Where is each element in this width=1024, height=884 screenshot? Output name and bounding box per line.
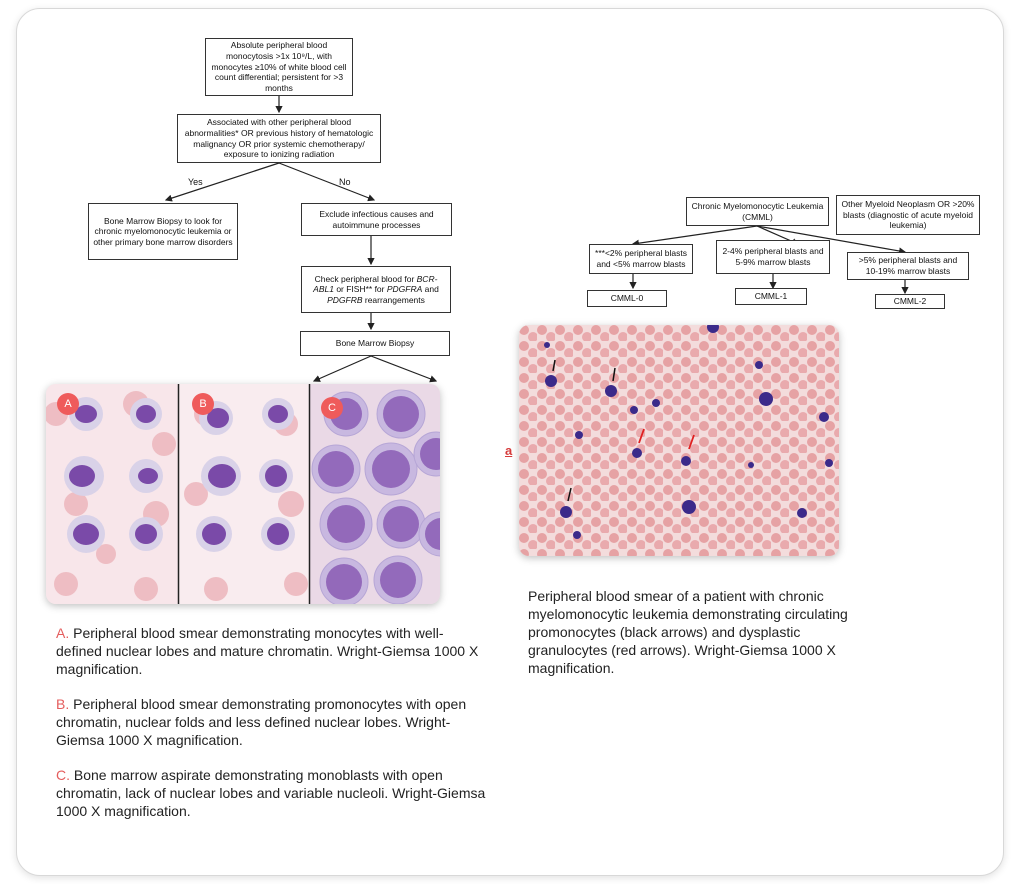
check-text-1: Check peripheral blood for — [314, 273, 417, 284]
cmml1-text: CMML-1 — [754, 291, 788, 302]
blood-smear-image — [519, 325, 839, 556]
criteria-cmml0-box: ***<2% peripheral blasts and <5% marrow … — [589, 244, 693, 274]
criteria-cmml0-text: ***<2% peripheral blasts and <5% marrow … — [595, 248, 687, 269]
panel-c-badge: C — [321, 397, 343, 419]
exclude-causes-box: Exclude infectious causes and autoimmune… — [301, 203, 452, 236]
no-label: No — [339, 177, 351, 187]
cmml2-box: CMML-2 — [875, 294, 945, 309]
caption-c-key: C. — [56, 767, 70, 783]
criteria-cmml2-box: >5% peripheral blasts and 10-19% marrow … — [847, 252, 969, 280]
check-peripheral-blood-text: Check peripheral blood for BCR-ABL1 or F… — [306, 274, 446, 306]
cmml-box: Chronic Myelomonocytic Leukemia (CMML) — [686, 197, 829, 226]
bone-marrow-biopsy-box: Bone Marrow Biopsy — [300, 331, 450, 356]
monocytosis-text: Absolute peripheral blood monocytosis >1… — [211, 40, 347, 93]
other-myeloid-neoplasm-box: Other Myeloid Neoplasm OR >20% blasts (d… — [836, 195, 980, 235]
panel-a-badge: A — [57, 393, 79, 415]
exclude-causes-text: Exclude infectious causes and autoimmune… — [319, 208, 434, 230]
cmml0-text: CMML-0 — [610, 293, 644, 304]
check-text-2: or FISH** for — [333, 284, 387, 295]
criteria-cmml1-box: 2-4% peripheral blasts and 5-9% marrow b… — [716, 240, 830, 274]
bone-marrow-biopsy-cmml-box: Bone Marrow Biopsy to look for chronic m… — [88, 203, 238, 260]
cmml-text: Chronic Myelomonocytic Leukemia (CMML) — [691, 200, 824, 222]
caption-b-text: Peripheral blood smear demonstrating pro… — [56, 696, 467, 748]
caption-a-text: Peripheral blood smear demonstrating mon… — [56, 625, 479, 677]
gene-bcr-abl1: BCR-ABL1 — [313, 273, 438, 295]
caption-b-key: B. — [56, 696, 70, 712]
cmml1-box: CMML-1 — [735, 288, 807, 305]
caption-b: B. Peripheral blood smear demonstrating … — [56, 695, 486, 749]
blood-smear-svg — [519, 325, 839, 556]
check-peripheral-blood-box: Check peripheral blood for BCR-ABL1 or F… — [301, 266, 451, 313]
bone-marrow-biopsy-cmml-text: Bone Marrow Biopsy to look for chronic m… — [93, 215, 233, 247]
gene-pdgfra: PDGFRA — [386, 284, 423, 295]
panel-b-badge: B — [192, 393, 214, 415]
check-text-4: rearrangements — [362, 294, 425, 305]
caption-a-key: A. — [56, 625, 70, 641]
criteria-cmml1-text: 2-4% peripheral blasts and 5-9% marrow b… — [722, 246, 824, 267]
association-question-text: Associated with other peripheral blood a… — [184, 117, 374, 160]
gene-pdgfrb: PDGFRB — [327, 294, 363, 305]
yes-label: Yes — [188, 177, 203, 187]
criteria-cmml2-text: >5% peripheral blasts and 10-19% marrow … — [858, 255, 958, 276]
micrograph-image — [46, 384, 440, 604]
caption-a: A. Peripheral blood smear demonstrating … — [56, 624, 486, 678]
cmml0-box: CMML-0 — [587, 290, 667, 307]
check-text-3: and — [422, 284, 439, 295]
caption-c-text: Bone marrow aspirate demonstrating monob… — [56, 767, 486, 819]
caption-c: C. Bone marrow aspirate demonstrating mo… — [56, 766, 486, 820]
other-myeloid-neoplasm-text: Other Myeloid Neoplasm OR >20% blasts (d… — [841, 199, 975, 231]
smear-label-a: a — [505, 443, 513, 458]
cmml2-text: CMML-2 — [893, 296, 927, 307]
monocytosis-box: Absolute peripheral blood monocytosis >1… — [205, 38, 353, 96]
bone-marrow-biopsy-text: Bone Marrow Biopsy — [335, 338, 415, 349]
association-question-box: Associated with other peripheral blood a… — [177, 114, 381, 163]
micrograph-panel-abc — [46, 384, 440, 604]
caption-smear: Peripheral blood smear of a patient with… — [528, 588, 848, 676]
